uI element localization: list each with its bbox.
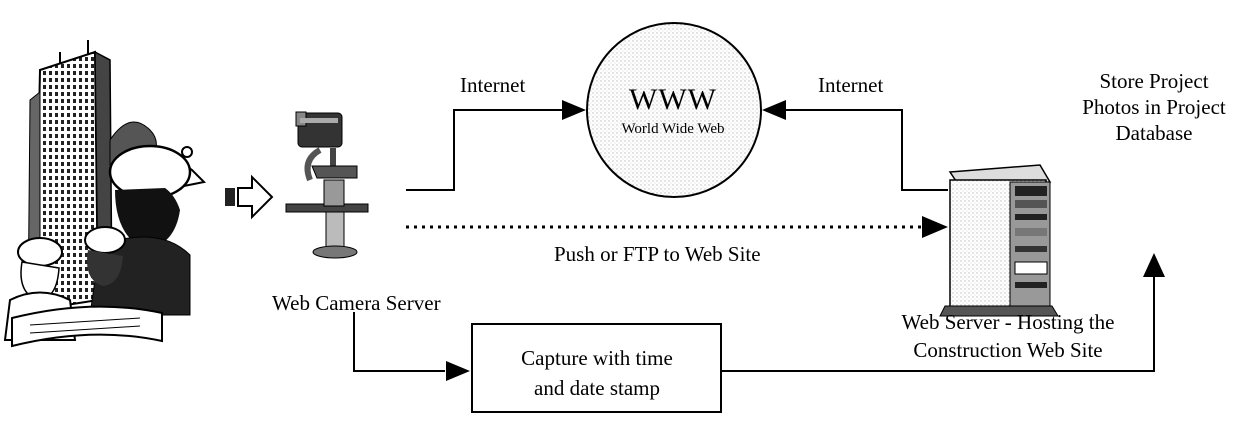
web-server-line-1: Web Server - Hosting the [901, 310, 1115, 334]
www-circle [586, 22, 762, 198]
connector-camera-to-capture [353, 312, 445, 372]
push-ftp-label: Push or FTP to Web Site [554, 242, 761, 266]
web-server-line-2: Construction Web Site [913, 338, 1103, 362]
store-line-3: Database [1115, 121, 1193, 145]
hollow-right-arrow-icon [225, 174, 274, 220]
www-subtitle: World Wide Web [621, 121, 725, 137]
web-server-label: Web Server - Hosting the Construction We… [873, 308, 1143, 364]
server-tower-icon [939, 164, 1059, 317]
connector-camera-to-www [406, 109, 577, 191]
web-camera-server-label: Web Camera Server [272, 291, 441, 315]
arrowhead-server [922, 216, 948, 238]
web-camera-icon [285, 111, 369, 259]
store-line-1: Store Project [1099, 69, 1209, 93]
internet-left-label: Internet [460, 73, 526, 97]
capture-line-2: and date stamp [534, 376, 660, 400]
store-line-2: Photos in Project [1082, 95, 1226, 119]
www-label-group: WWW World Wide Web [584, 84, 762, 138]
internet-right-label: Internet [818, 73, 884, 97]
arrowhead-store [1143, 253, 1165, 277]
www-title: WWW [629, 83, 717, 116]
arrowhead-capture [446, 361, 470, 381]
connector-capture-to-store [722, 276, 1155, 372]
arrowhead-www-left [562, 100, 586, 120]
capture-label: Capture with time and date stamp [472, 343, 722, 403]
construction-site-icon [3, 40, 207, 348]
capture-line-1: Capture with time [521, 346, 673, 370]
store-project-label: Store Project Photos in Project Database [1065, 68, 1243, 146]
arrowhead-www-right [762, 100, 786, 120]
capture-box [471, 323, 722, 413]
connector-server-to-www [772, 109, 948, 191]
